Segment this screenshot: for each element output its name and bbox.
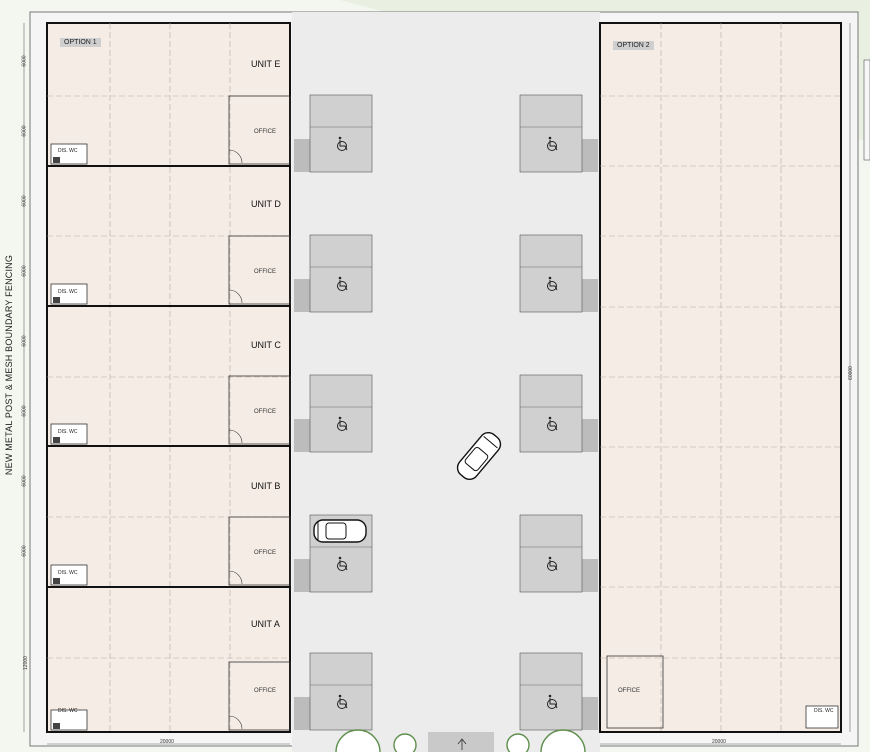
dimension-lines bbox=[23, 23, 851, 745]
pavement bbox=[582, 419, 598, 452]
wc-label: DIS. WC bbox=[58, 570, 78, 576]
door-swing bbox=[228, 715, 243, 730]
parking-bay bbox=[309, 234, 373, 313]
wheelchair-icon bbox=[547, 276, 558, 291]
right-wc-outline bbox=[805, 705, 839, 729]
office-label: OFFICE bbox=[254, 409, 276, 415]
wheelchair-icon bbox=[547, 416, 558, 431]
wheelchair-icon bbox=[337, 276, 348, 291]
left-units bbox=[47, 95, 291, 731]
parking-bay bbox=[519, 374, 583, 453]
fence-label: NEW METAL POST & MESH BOUNDARY FENCING bbox=[4, 254, 14, 476]
unit-label: UNIT C bbox=[251, 340, 281, 350]
neighbour-building bbox=[863, 59, 870, 161]
wc-pan bbox=[53, 297, 60, 303]
parked-car bbox=[313, 519, 367, 543]
entrance-arrow-head bbox=[457, 738, 467, 745]
pavement bbox=[582, 139, 598, 172]
tree-icon bbox=[506, 733, 530, 752]
wc-pan bbox=[53, 578, 60, 584]
door-swing bbox=[228, 429, 243, 444]
office-label: OFFICE bbox=[254, 550, 276, 556]
wc-label: DIS. WC bbox=[58, 429, 78, 435]
wc-pan bbox=[53, 723, 60, 729]
right-block bbox=[599, 22, 842, 733]
wheelchair-icon bbox=[337, 136, 348, 151]
tree-icon bbox=[540, 729, 586, 752]
dimension-depth-right: 60000 bbox=[847, 366, 854, 380]
parking-bay bbox=[519, 234, 583, 313]
office-label: OFFICE bbox=[618, 688, 640, 694]
office-label: OFFICE bbox=[254, 688, 276, 694]
right-office-outline bbox=[606, 655, 664, 729]
tree-icon bbox=[393, 733, 417, 752]
door-swing bbox=[228, 570, 243, 585]
wc-pan bbox=[53, 157, 60, 163]
office-outline bbox=[228, 235, 291, 305]
trees bbox=[335, 729, 586, 752]
dimension-label: 6000 bbox=[21, 405, 28, 417]
wheelchair-icon bbox=[547, 136, 558, 151]
dimension-label: 6000 bbox=[21, 195, 28, 207]
option-1-tag: OPTION 1 bbox=[60, 38, 101, 47]
office-label: OFFICE bbox=[254, 269, 276, 275]
dimension-label: 6000 bbox=[21, 475, 28, 487]
wheelchair-icon bbox=[337, 556, 348, 571]
dimension-label: 6000 bbox=[21, 545, 28, 557]
unit-label: UNIT B bbox=[251, 481, 281, 491]
moving-car bbox=[456, 431, 502, 481]
parking-bay bbox=[519, 514, 583, 593]
option-2-tag: OPTION 2 bbox=[613, 41, 654, 50]
unit-label: UNIT A bbox=[251, 619, 280, 629]
left-block bbox=[46, 22, 291, 733]
parking-bay bbox=[519, 652, 583, 731]
wc-label: DIS. WC bbox=[814, 708, 834, 714]
parking-bay bbox=[309, 652, 373, 731]
pavement bbox=[294, 139, 310, 172]
pavement bbox=[294, 559, 310, 592]
dimension-label: 6000 bbox=[21, 55, 28, 67]
parking-bay bbox=[519, 94, 583, 173]
dimension-label: 6000 bbox=[21, 335, 28, 347]
parking-bay bbox=[309, 94, 373, 173]
wc-label: DIS. WC bbox=[58, 148, 78, 154]
wheelchair-icon bbox=[337, 416, 348, 431]
dimension-label: 12000 bbox=[22, 656, 29, 670]
door-swing bbox=[228, 149, 243, 164]
wc-label: DIS. WC bbox=[58, 708, 78, 714]
office-outline bbox=[228, 375, 291, 445]
wheelchair-icon bbox=[337, 694, 348, 709]
wc-pan bbox=[53, 437, 60, 443]
wheelchair-icon bbox=[547, 694, 558, 709]
wheelchair-icon bbox=[547, 556, 558, 571]
office-outline bbox=[228, 516, 291, 586]
unit-label: UNIT D bbox=[251, 199, 281, 209]
pavement bbox=[294, 419, 310, 452]
dimension-label: 6000 bbox=[21, 125, 28, 137]
right-block-outline bbox=[599, 22, 842, 733]
pavement bbox=[294, 697, 310, 730]
tree-icon bbox=[335, 729, 381, 752]
pavement bbox=[294, 279, 310, 312]
pavement bbox=[582, 559, 598, 592]
pavement bbox=[582, 279, 598, 312]
dimension-width-left: 20000 bbox=[160, 739, 174, 745]
office-label: OFFICE bbox=[254, 129, 276, 135]
site-entrance bbox=[428, 732, 494, 752]
door-swing bbox=[228, 289, 243, 304]
wc-label: DIS. WC bbox=[58, 289, 78, 295]
office-outline bbox=[228, 95, 291, 165]
right-block-grid bbox=[600, 23, 841, 732]
office-outline bbox=[228, 661, 291, 731]
pavement bbox=[582, 697, 598, 730]
dimension-width-right: 20000 bbox=[712, 739, 726, 745]
dimension-label: 6000 bbox=[21, 265, 28, 277]
parking-bay bbox=[309, 374, 373, 453]
left-block-outline bbox=[46, 22, 291, 733]
unit-label: UNIT E bbox=[251, 59, 281, 69]
